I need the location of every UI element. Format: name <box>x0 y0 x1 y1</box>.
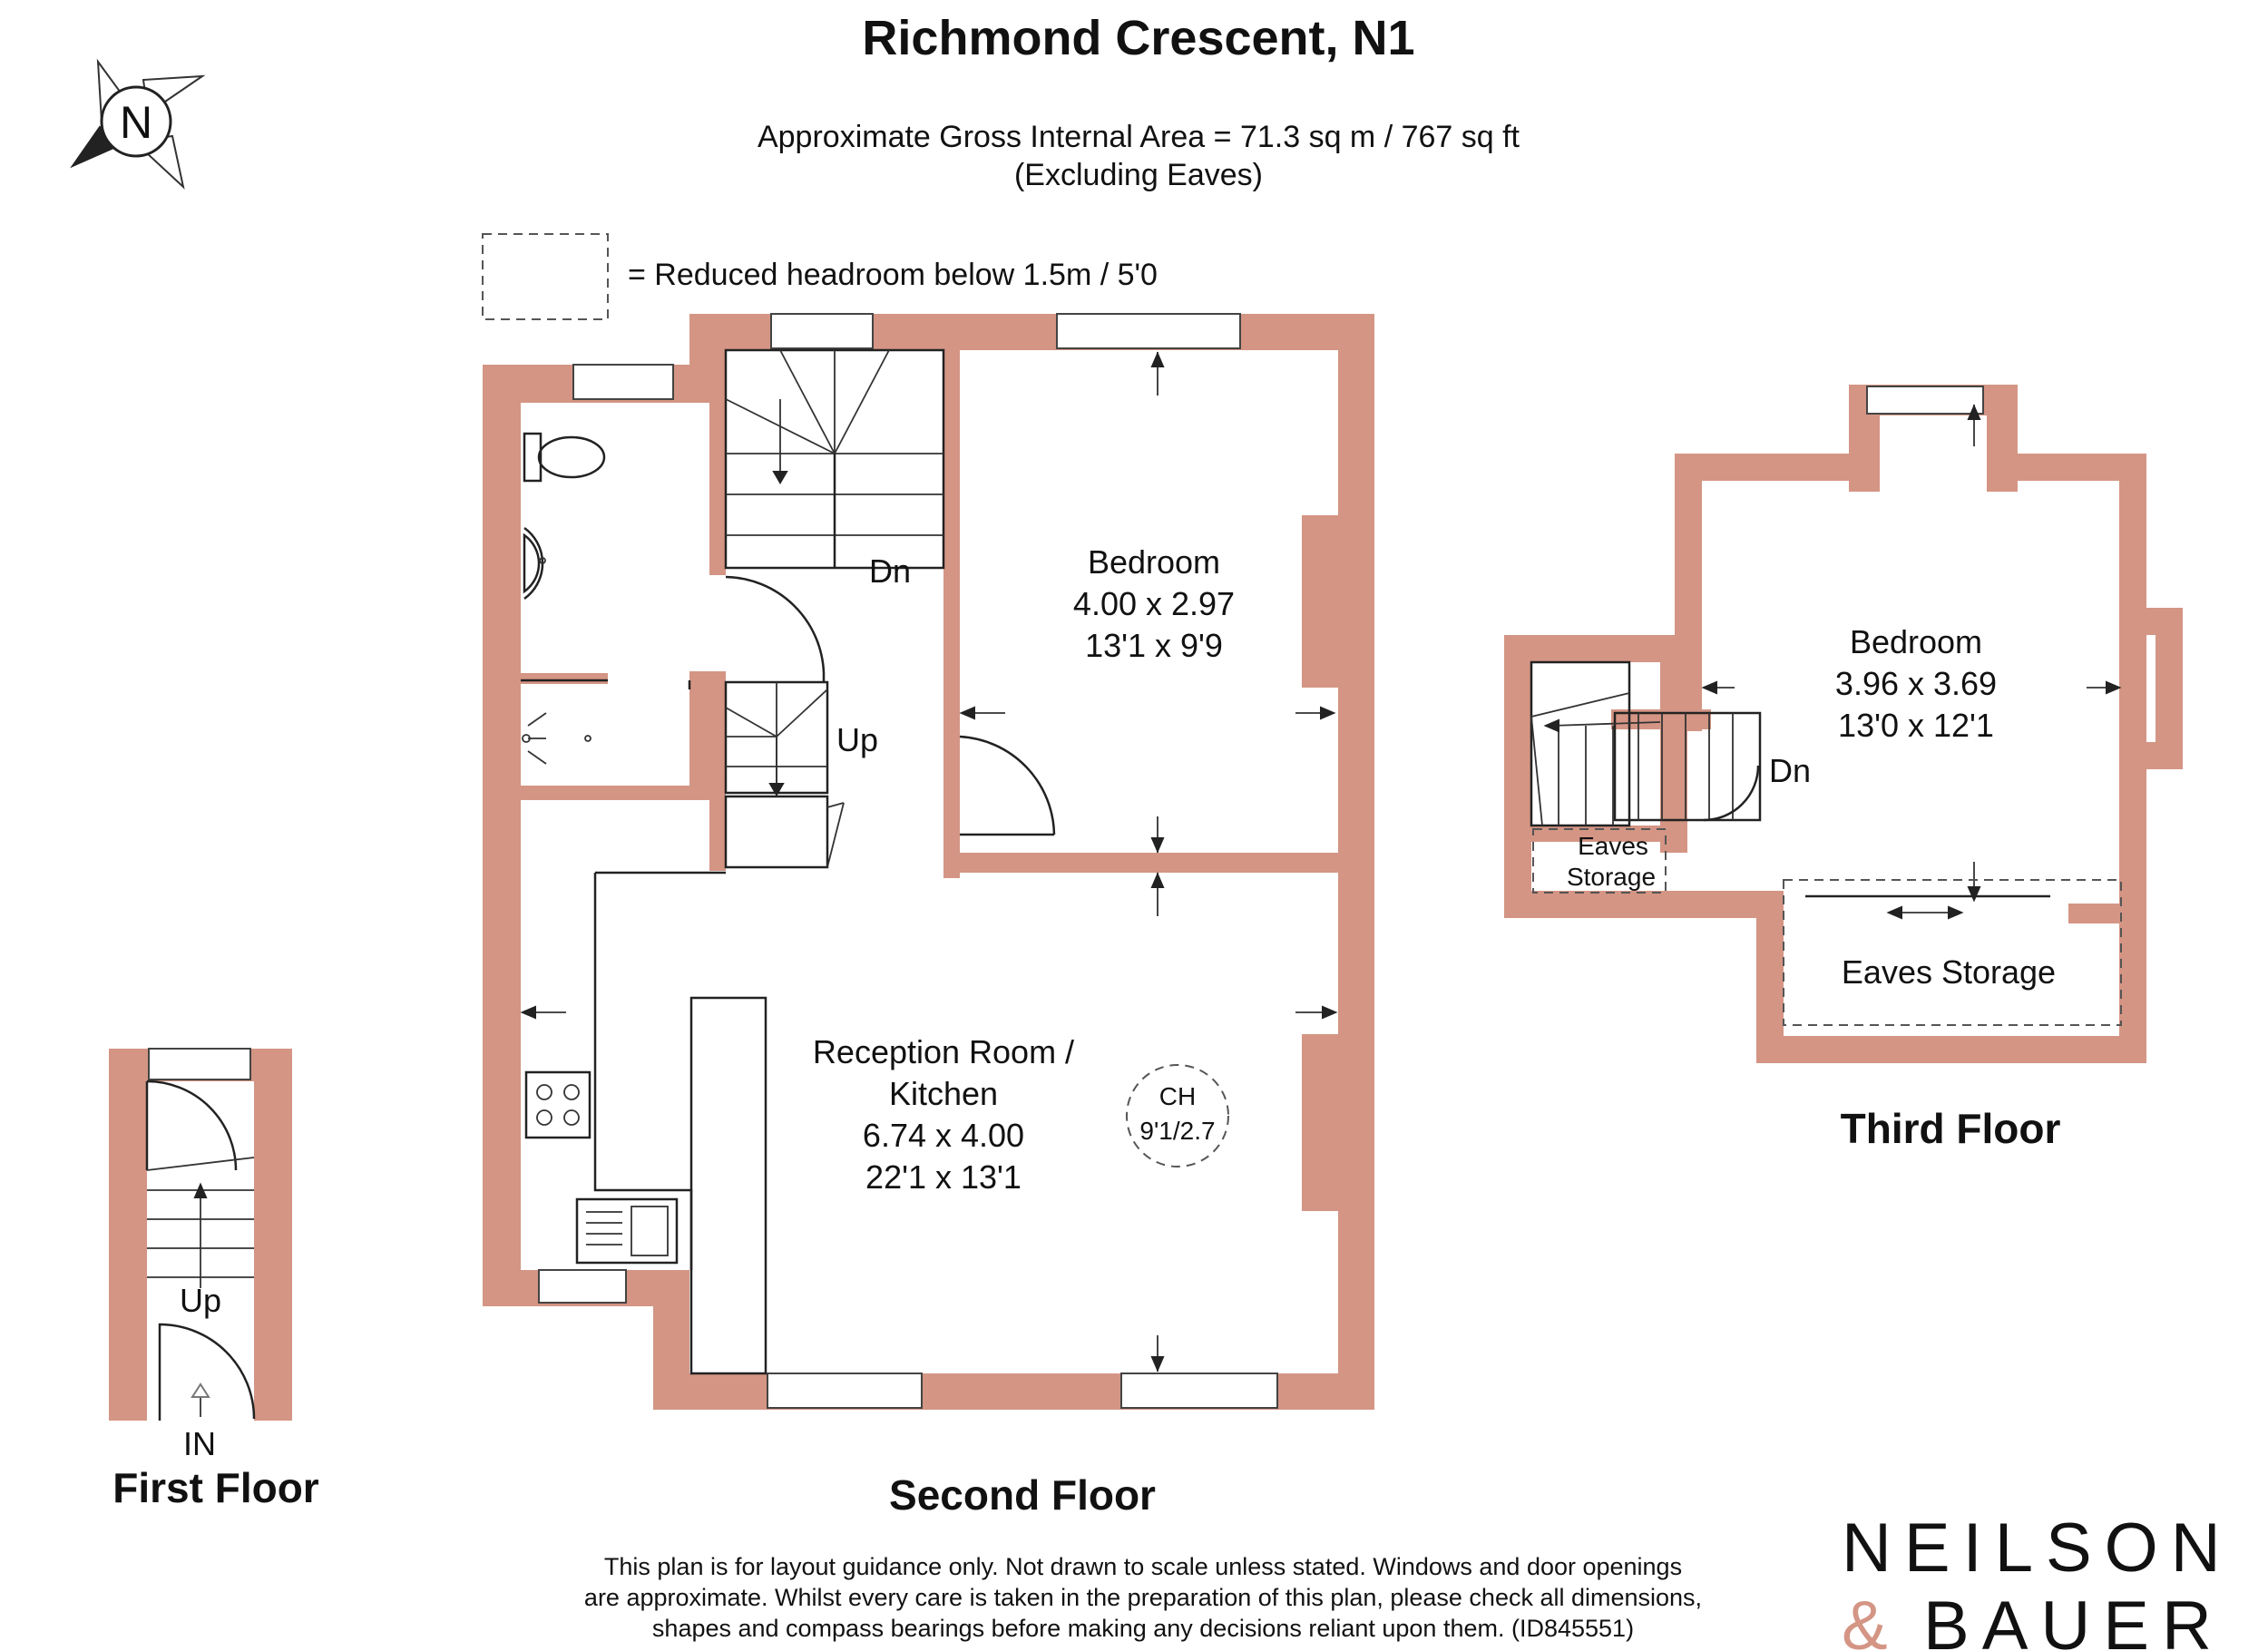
bedroom-2f-metric: 4.00 x 2.97 <box>1073 585 1235 622</box>
bedroom-2f-name: Bedroom <box>1088 543 1220 581</box>
legend-text: = Reduced headroom below 1.5m / 5'0 <box>628 258 1158 292</box>
second-floor-label: Second Floor <box>889 1471 1156 1519</box>
brand-line-1: NEILSON <box>1842 1509 2234 1587</box>
entrance-label: IN <box>183 1425 216 1462</box>
brand-line-2: BAUER <box>1923 1588 2224 1651</box>
first-floor-label: First Floor <box>112 1464 319 1511</box>
reception-metric: 6.74 x 4.00 <box>863 1117 1024 1154</box>
shower-icon <box>521 679 691 765</box>
bedroom-3f-metric: 3.96 x 3.69 <box>1835 665 1997 702</box>
reception-imperial: 22'1 x 13'1 <box>865 1158 1022 1196</box>
bedroom-3f-imperial: 13'0 x 12'1 <box>1838 707 1994 744</box>
eaves-small-2: Storage <box>1567 863 1656 891</box>
third-floor-label: Third Floor <box>1841 1105 2061 1152</box>
bedroom-3f-name: Bedroom <box>1850 623 1982 660</box>
ceiling-height-marker <box>1126 1064 1229 1167</box>
eaves-large: Eaves Storage <box>1842 953 2056 991</box>
stair-down-label: Dn <box>869 552 911 590</box>
area-note: (Excluding Eaves) <box>1014 158 1263 192</box>
ceiling-height-value: 9'1/2.7 <box>1139 1117 1215 1145</box>
page-title: Richmond Crescent, N1 <box>862 11 1414 65</box>
basin-icon <box>523 526 546 601</box>
third-stair-label: Dn <box>1769 752 1811 789</box>
ceiling-height-label: CH <box>1159 1082 1196 1110</box>
compass-icon: N <box>70 58 206 190</box>
sink-icon <box>575 1197 679 1265</box>
gross-area: Approximate Gross Internal Area = 71.3 s… <box>758 120 1520 154</box>
brand-amp: & <box>1842 1588 1901 1651</box>
toilet-icon <box>523 432 606 483</box>
disclaimer-line-1: This plan is for layout guidance only. N… <box>604 1553 1682 1580</box>
compass-letter: N <box>120 97 152 148</box>
legend-swatch <box>482 233 609 320</box>
third-floor-plan: Dn Eaves Storage Eaves Storage Bedroom 3… <box>1504 385 2183 1152</box>
eaves-small-1: Eaves <box>1578 832 1648 860</box>
disclaimer-line-3: shapes and compass bearings before makin… <box>652 1615 1634 1642</box>
bedroom-2f-imperial: 13'1 x 9'9 <box>1085 627 1223 664</box>
brand-logo: NEILSON & BAUER <box>1842 1509 2234 1651</box>
reception-name-2: Kitchen <box>889 1075 998 1112</box>
first-floor-plan: Up IN First Floor <box>109 1048 319 1511</box>
first-stair-label: Up <box>180 1282 221 1319</box>
disclaimer-line-2: are approximate. Whilst every care is ta… <box>584 1584 1702 1611</box>
hob-icon <box>524 1070 591 1139</box>
second-floor-plan: Dn Up <box>483 313 1374 1519</box>
reception-name-1: Reception Room / <box>813 1033 1074 1070</box>
stair-up-label: Up <box>836 721 878 758</box>
